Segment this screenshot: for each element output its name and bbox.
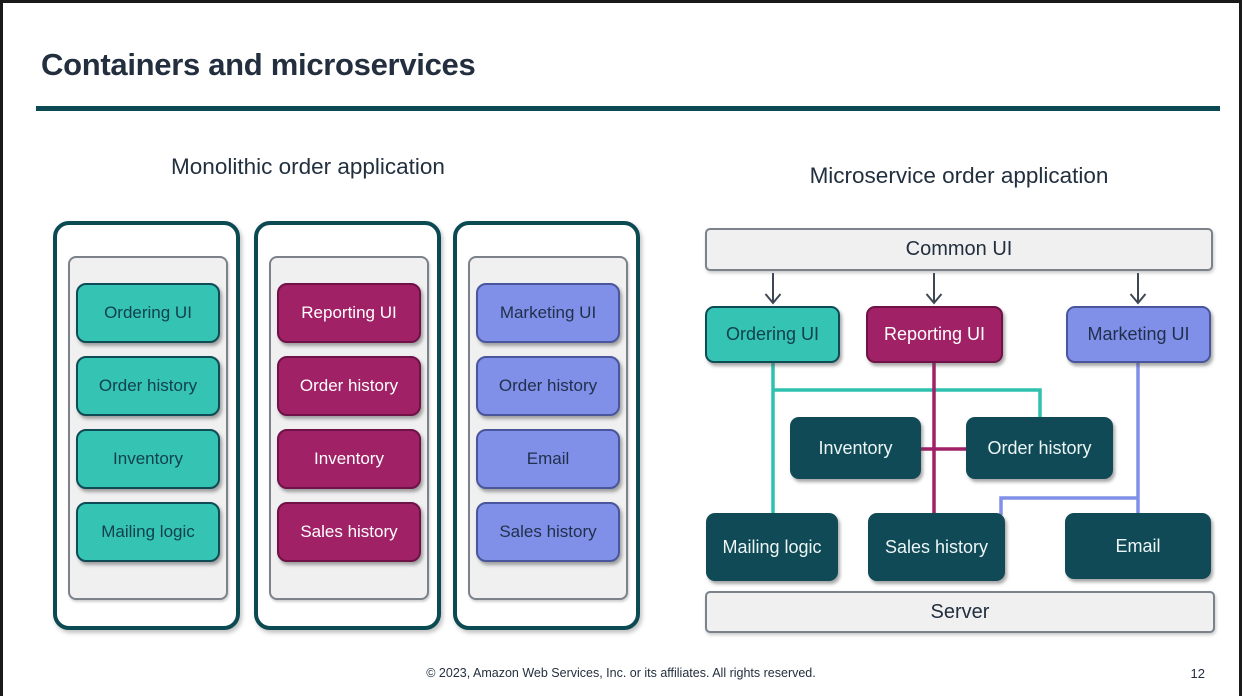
monolith-box: Order history [476, 356, 620, 416]
arrow-down-icon [925, 273, 943, 305]
node-inventory: Inventory [790, 417, 921, 479]
page-title: Containers and microservices [41, 47, 476, 82]
page-number: 12 [1190, 666, 1205, 681]
monolith-container-teal: Ordering UI Order history Inventory Mail… [53, 221, 240, 630]
node-sales-history: Sales history [868, 513, 1005, 581]
arrow-down-icon [1129, 273, 1147, 305]
arrow-down-icon [764, 273, 782, 305]
connector-lines [764, 273, 1147, 515]
monolith-box: Inventory [277, 429, 421, 489]
monolith-box: Sales history [277, 502, 421, 562]
monolith-box: Mailing logic [76, 502, 220, 562]
monolith-box: Sales history [476, 502, 620, 562]
connector-periwinkle [999, 363, 1140, 515]
monolith-box: Inventory [76, 429, 220, 489]
node-ordering-ui: Ordering UI [705, 306, 840, 363]
monolith-container-periwinkle: Marketing UI Order history Email Sales h… [453, 221, 640, 630]
title-underline [36, 106, 1220, 111]
node-reporting-ui: Reporting UI [866, 306, 1003, 363]
node-email: Email [1065, 513, 1211, 579]
monolith-box: Marketing UI [476, 283, 620, 343]
monolith-box: Order history [76, 356, 220, 416]
footer-copyright: © 2023, Amazon Web Services, Inc. or its… [426, 666, 816, 680]
common-ui-bar: Common UI [705, 228, 1213, 271]
monolith-heading: Monolithic order application [171, 154, 445, 179]
monolith-box: Email [476, 429, 620, 489]
monolith-panel: Ordering UI Order history Inventory Mail… [68, 256, 228, 600]
monolith-box: Order history [277, 356, 421, 416]
monolith-container-magenta: Reporting UI Order history Inventory Sal… [254, 221, 441, 630]
node-order-history: Order history [966, 417, 1113, 479]
node-marketing-ui: Marketing UI [1066, 306, 1211, 363]
monolith-box: Ordering UI [76, 283, 220, 343]
connector-magenta [921, 363, 966, 515]
server-bar: Server [705, 591, 1215, 633]
connector-teal [771, 363, 1042, 515]
monolith-panel: Reporting UI Order history Inventory Sal… [269, 256, 429, 600]
monolith-panel: Marketing UI Order history Email Sales h… [468, 256, 628, 600]
monolith-box: Reporting UI [277, 283, 421, 343]
node-mailing-logic: Mailing logic [706, 513, 838, 581]
microservice-heading: Microservice order application [809, 163, 1109, 188]
